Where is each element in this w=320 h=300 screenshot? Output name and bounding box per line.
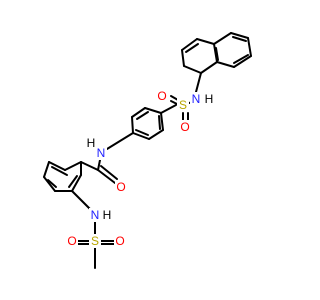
atom-n-sulfonamide-top: N	[192, 92, 201, 106]
bond-line	[131, 116, 134, 134]
bond-line	[170, 100, 178, 105]
atom-s-top: S	[179, 98, 187, 112]
bond-line	[132, 132, 150, 140]
bond-line	[170, 95, 179, 101]
bond-line	[213, 43, 218, 63]
bond-line	[43, 176, 56, 192]
bond-line	[216, 61, 235, 68]
label-background	[114, 234, 126, 248]
bond-line	[158, 115, 161, 130]
bond-line	[100, 165, 118, 180]
bond-line	[215, 47, 219, 61]
bond-line	[181, 49, 185, 67]
bond-line	[97, 169, 116, 184]
atom-n-amide: N	[97, 146, 106, 160]
label-background	[89, 234, 101, 248]
atom-labels: N H S O O H N O N H S O O	[66, 89, 215, 248]
label-background	[66, 234, 78, 248]
label-background	[179, 120, 191, 134]
atom-o-top-bottom: O	[180, 120, 189, 134]
molecule-structure: N H S O O H N O N H S O O	[43, 32, 252, 269]
bond-line	[144, 107, 162, 114]
atom-o-amide: O	[116, 180, 125, 194]
bond-line	[136, 111, 149, 120]
bond-line	[247, 37, 252, 57]
label-background	[156, 89, 168, 103]
label-background	[85, 136, 97, 150]
atom-h-sulfonamide-bottom: H	[103, 208, 112, 222]
bond-line	[106, 132, 134, 150]
bond-line	[71, 174, 82, 192]
bond-line	[200, 61, 218, 74]
label-background	[190, 92, 202, 106]
atom-h-sulfonamide-top: H	[205, 92, 214, 106]
bond-line	[233, 54, 249, 64]
bond-line	[48, 161, 66, 171]
bond-line	[230, 32, 249, 39]
bond-line	[51, 166, 68, 176]
bond-line	[181, 38, 198, 51]
label-background	[101, 208, 113, 222]
bond-line	[183, 65, 202, 74]
bond-line	[160, 104, 177, 114]
bond-line	[47, 179, 57, 188]
atom-h-amide: H	[87, 136, 96, 150]
bond-line	[232, 36, 247, 42]
bond-line	[80, 161, 99, 171]
bond-line	[43, 161, 50, 178]
label-background	[177, 98, 189, 112]
label-background	[115, 180, 127, 194]
bond-line	[97, 159, 101, 171]
bond-line	[64, 161, 82, 171]
atom-o-bottom-right: O	[115, 234, 124, 248]
bond-line	[213, 32, 232, 45]
bond-line	[148, 129, 164, 140]
bond-lines	[43, 32, 252, 269]
bond-line	[196, 38, 215, 45]
atom-s-bottom: S	[91, 234, 99, 248]
atom-n-sulfonamide-bottom: N	[91, 208, 100, 222]
label-background	[203, 92, 215, 106]
atom-o-bottom-left: O	[67, 234, 76, 248]
label-background	[89, 208, 101, 222]
atom-o-top-left: O	[157, 89, 166, 103]
bond-line	[160, 112, 164, 131]
bond-line	[131, 107, 146, 118]
bond-line	[68, 175, 78, 188]
bond-line	[135, 129, 149, 136]
bond-line	[233, 55, 252, 68]
bond-line	[71, 190, 91, 210]
bond-line	[195, 72, 202, 93]
bond-line	[185, 43, 199, 53]
label-background	[95, 146, 107, 160]
